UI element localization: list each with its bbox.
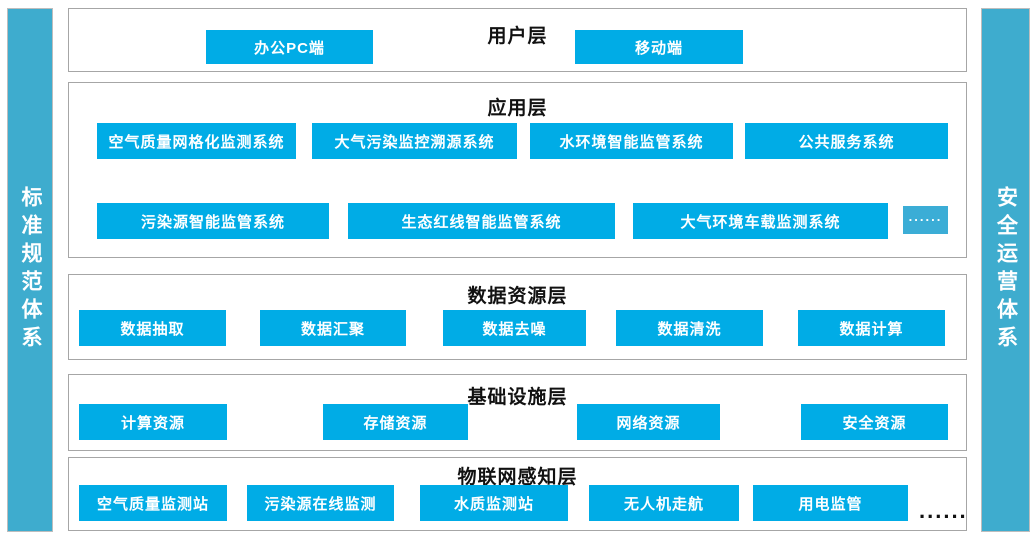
pillar-security-operations: 安全运营体系 xyxy=(981,8,1030,532)
pillar-standards-system: 标准规范体系 xyxy=(7,8,53,532)
box-drone-cruise: 无人机走航 xyxy=(589,485,739,521)
layer-iot-perception-title: 物联网感知层 xyxy=(457,467,578,488)
pillar-standards-label: 标准规范体系 xyxy=(19,186,42,354)
box-data-clean: 数据清洗 xyxy=(616,310,763,346)
box-office-pc: 办公PC端 xyxy=(206,30,373,64)
layer-infrastructure-title: 基础设施层 xyxy=(467,387,568,408)
box-vehicle-monitor: 大气环境车载监测系统 xyxy=(633,203,888,239)
box-water-station: 水质监测站 xyxy=(420,485,568,521)
layer-application: 应用层 空气质量网格化监测系统 大气污染监控溯源系统 水环境智能监管系统 公共服… xyxy=(68,82,967,258)
box-pollution-online: 污染源在线监测 xyxy=(247,485,394,521)
box-public-service: 公共服务系统 xyxy=(745,123,948,159)
pillar-security-label: 安全运营体系 xyxy=(994,186,1018,354)
box-mobile: 移动端 xyxy=(575,30,743,64)
box-storage-resource: 存储资源 xyxy=(323,404,468,440)
box-data-extract: 数据抽取 xyxy=(79,310,226,346)
box-network-resource: 网络资源 xyxy=(577,404,720,440)
layer-user-title: 用户层 xyxy=(487,26,548,47)
box-data-aggregate: 数据汇聚 xyxy=(260,310,406,346)
box-air-grid-monitor: 空气质量网格化监测系统 xyxy=(97,123,296,159)
layer-data-resource: 数据资源层 数据抽取 数据汇聚 数据去噪 数据清洗 数据计算 xyxy=(68,274,967,360)
box-data-compute: 数据计算 xyxy=(798,310,945,346)
box-application-more-ellipsis: ...... xyxy=(903,206,948,234)
layer-iot-perception: 物联网感知层 空气质量监测站 污染源在线监测 水质监测站 无人机走航 用电监管 … xyxy=(68,457,967,531)
box-data-denoise: 数据去噪 xyxy=(443,310,586,346)
box-compute-resource: 计算资源 xyxy=(79,404,227,440)
layer-data-resource-title: 数据资源层 xyxy=(467,286,568,307)
box-water-env-supervision: 水环境智能监管系统 xyxy=(530,123,733,159)
box-pollution-source-supervision: 污染源智能监管系统 xyxy=(97,203,329,239)
box-power-monitor: 用电监管 xyxy=(753,485,908,521)
layer-infrastructure: 基础设施层 计算资源 存储资源 网络资源 安全资源 xyxy=(68,374,967,451)
box-eco-redline-supervision: 生态红线智能监管系统 xyxy=(348,203,615,239)
layer-application-title: 应用层 xyxy=(487,98,548,119)
box-air-station: 空气质量监测站 xyxy=(79,485,227,521)
box-security-resource: 安全资源 xyxy=(801,404,948,440)
layer-user: 用户层 办公PC端 移动端 xyxy=(68,8,967,72)
box-pollution-trace: 大气污染监控溯源系统 xyxy=(312,123,517,159)
iot-more-ellipsis: ...... xyxy=(919,498,968,523)
